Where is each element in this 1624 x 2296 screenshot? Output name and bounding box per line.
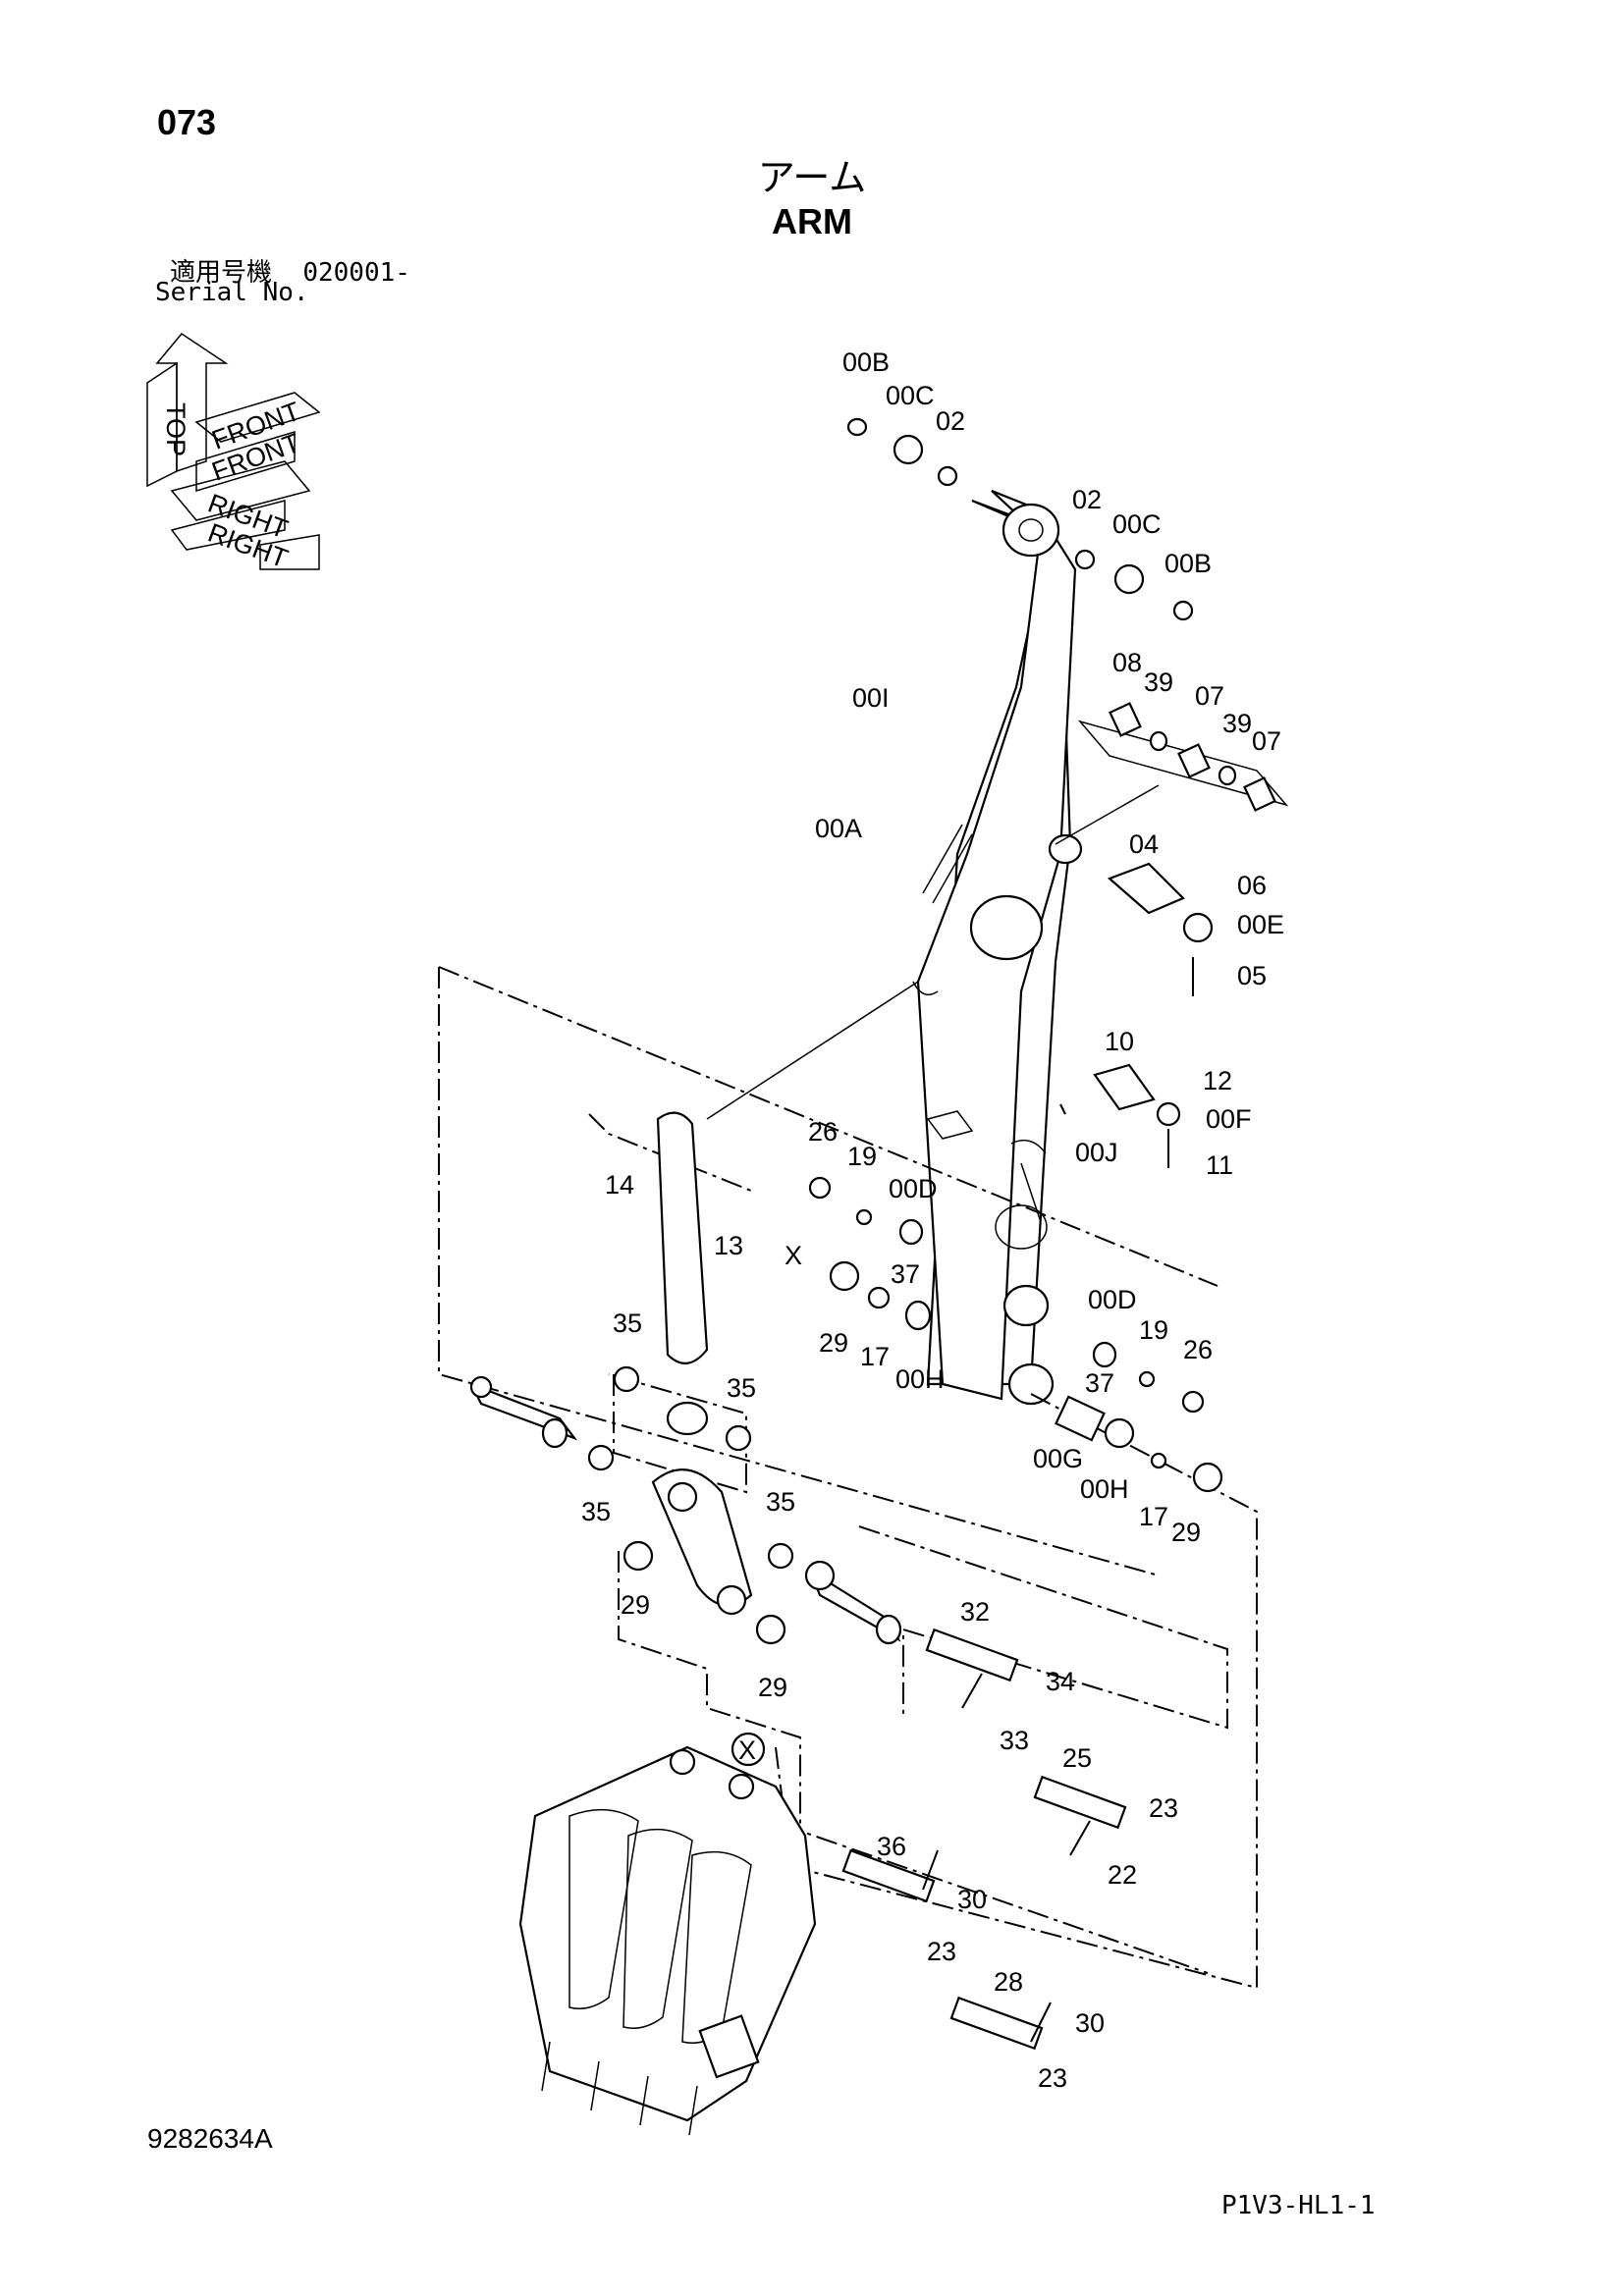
callout-label: 00J [1075, 1138, 1118, 1167]
arm-body [912, 489, 1083, 1406]
callout-label: 17 [1139, 1502, 1168, 1531]
callout-label: 00C [1112, 509, 1162, 539]
callout-label: 00A [815, 814, 862, 843]
callout-labels: 00B 00C 02 02 00C 00B 08 39 07 39 07 00I… [581, 347, 1284, 2093]
serial-label-english: Serial No. [155, 278, 309, 307]
callout-label: 30 [957, 1885, 987, 1914]
title-english: ARM [772, 201, 852, 241]
orientation-indicator: TOP FRONT FRONT RIGHT RIGHT [146, 333, 321, 573]
callout-label: 37 [891, 1259, 920, 1289]
page-code: P1V3-HL1-1 [1221, 2191, 1376, 2220]
callout-label: 19 [1139, 1315, 1168, 1345]
callout-label: X [785, 1241, 802, 1270]
callout-label: 39 [1222, 709, 1252, 738]
callout-label: 04 [1129, 829, 1159, 859]
callout-label: 25 [1062, 1743, 1092, 1773]
callout-label: 29 [1171, 1518, 1201, 1547]
callout-label: 30 [1075, 2008, 1105, 2038]
callout-label: 32 [960, 1597, 990, 1627]
callout-label: 11 [1206, 1150, 1233, 1180]
drawing-number: 9282634A [147, 2123, 273, 2154]
callout-label: 00G [1033, 1444, 1083, 1473]
callout-label: 10 [1105, 1027, 1134, 1056]
callout-label: 00C [886, 381, 935, 410]
callout-label: 35 [613, 1308, 642, 1338]
callout-label: 19 [847, 1142, 877, 1171]
callout-label: 35 [727, 1373, 756, 1403]
callout-label: 00E [1237, 910, 1284, 939]
callout-label: 33 [1000, 1726, 1029, 1755]
bucket [518, 1732, 817, 2136]
callout-label: 08 [1112, 648, 1142, 677]
leader-lines [438, 784, 1258, 1990]
callout-label: 23 [927, 1937, 956, 1966]
callout-label: 07 [1252, 726, 1281, 756]
callout-label: 12 [1203, 1066, 1232, 1095]
callout-label: 37 [1085, 1368, 1114, 1398]
title-japanese: アーム [757, 158, 867, 199]
callout-label: 02 [936, 406, 965, 436]
callout-label: 00B [1164, 549, 1212, 578]
callout-label: 17 [860, 1342, 890, 1371]
callout-label: 34 [1046, 1667, 1075, 1696]
callout-label: 23 [1149, 1793, 1178, 1823]
callout-label: 14 [605, 1170, 634, 1200]
callout-label: 00H [895, 1364, 945, 1394]
callout-label: 26 [1183, 1335, 1213, 1364]
callout-label: 00B [842, 347, 890, 377]
callout-label: 00I [852, 683, 890, 713]
serial-label-japanese: 適用号機 [170, 258, 273, 288]
callout-label: 00F [1206, 1104, 1252, 1134]
callout-label: 35 [766, 1487, 795, 1517]
callout-label: 00D [1088, 1285, 1137, 1314]
callout-label: 29 [758, 1673, 787, 1702]
callout-label: 28 [994, 1967, 1023, 1997]
callout-label: 36 [877, 1832, 906, 1861]
callout-label: 29 [819, 1328, 848, 1358]
serial-value: 020001- [302, 258, 410, 288]
callout-label: X [738, 1735, 756, 1765]
boom-side-parts [846, 417, 1289, 1168]
callout-label: 02 [1072, 485, 1102, 514]
callout-label: 13 [714, 1231, 743, 1260]
serial-applicability: 適用号機 020001- [170, 252, 410, 289]
callout-label: 26 [808, 1117, 838, 1147]
callout-label: 05 [1237, 961, 1267, 990]
callout-label: 23 [1038, 2063, 1067, 2093]
callout-label: 22 [1108, 1860, 1137, 1890]
orientation-top-label: TOP [161, 402, 190, 456]
callout-label: 00H [1080, 1474, 1129, 1504]
callout-label: 29 [621, 1590, 650, 1620]
page-number: 073 [157, 102, 217, 142]
callout-label: 00D [889, 1174, 938, 1203]
callout-label: 07 [1195, 681, 1224, 711]
link-and-bucket-parts [468, 1111, 1223, 2051]
callout-label: 39 [1144, 667, 1173, 697]
callout-label: 06 [1237, 871, 1267, 900]
callout-label: 35 [581, 1497, 611, 1526]
